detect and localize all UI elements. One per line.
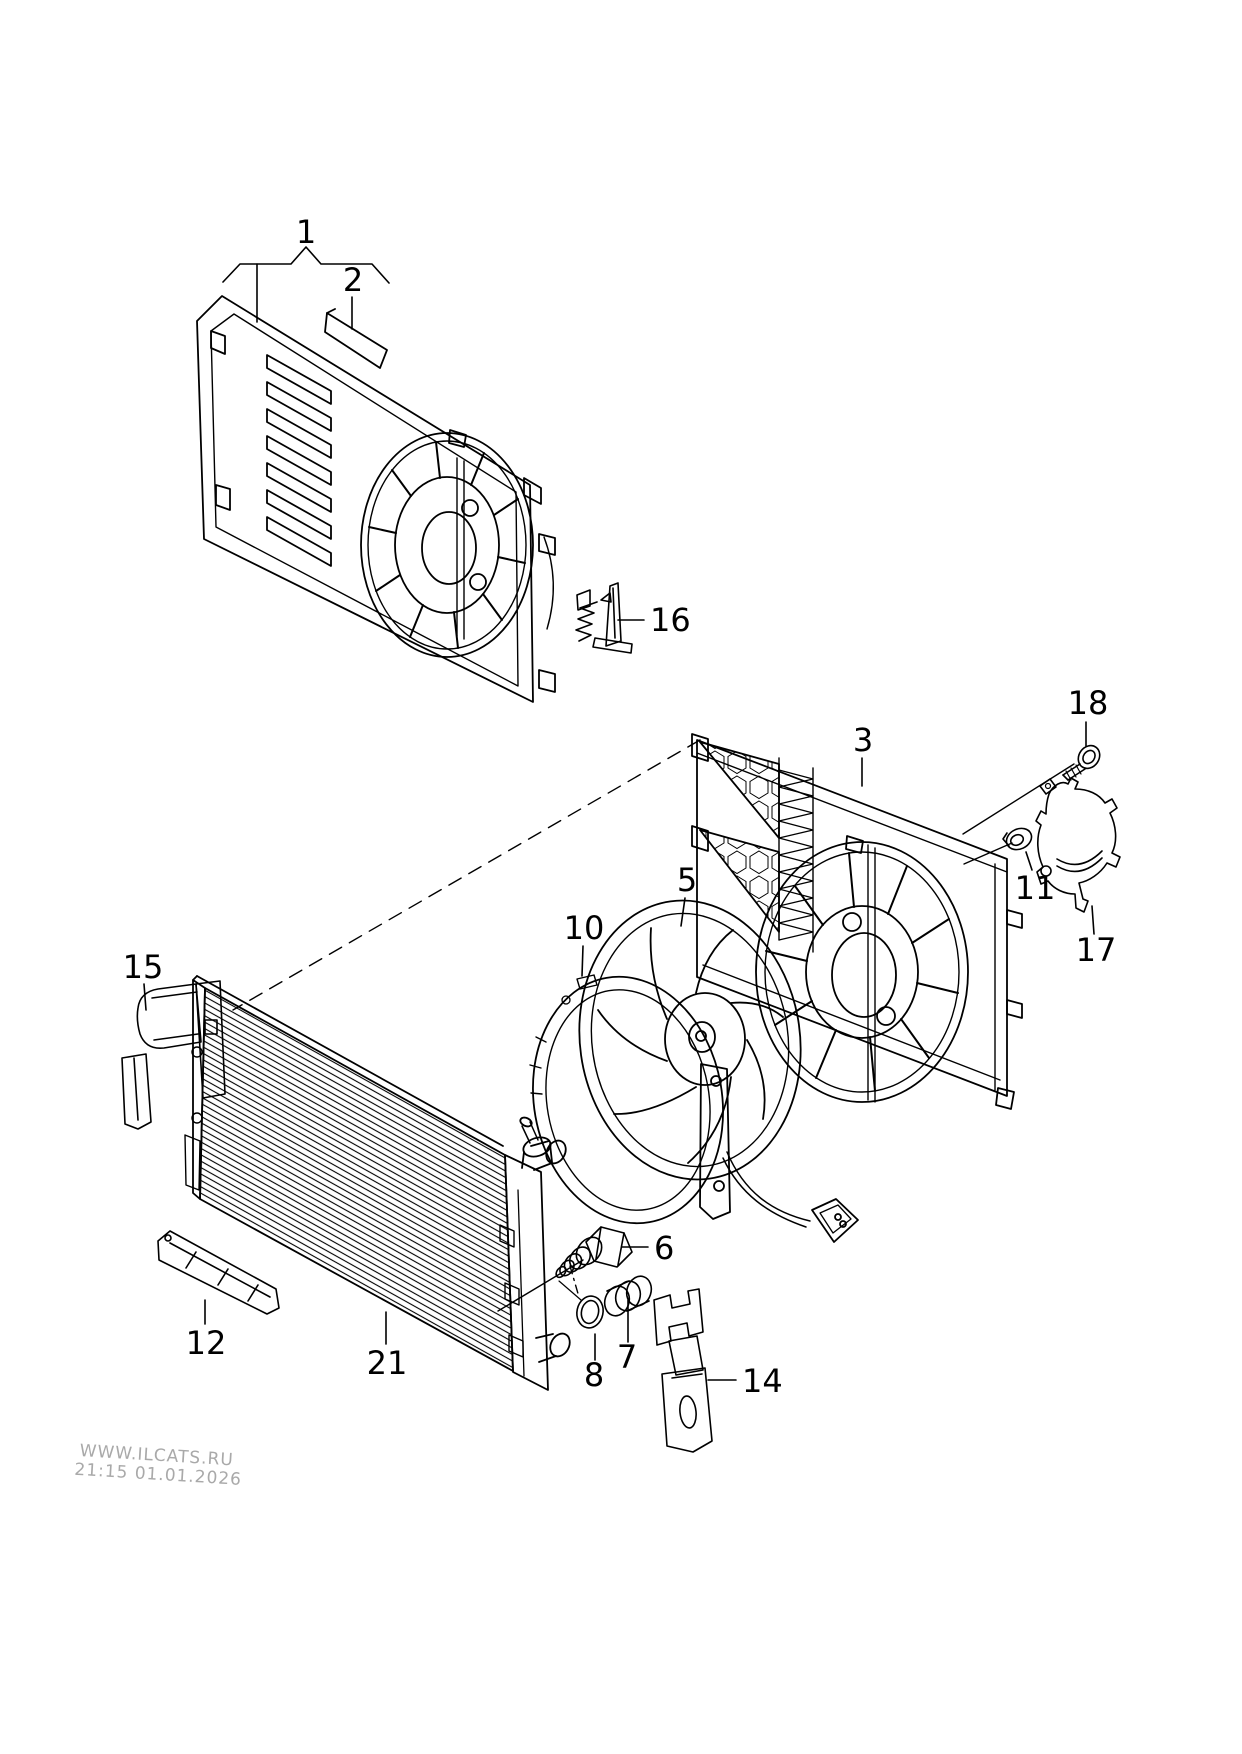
part-3-fan-cowl bbox=[691, 733, 1023, 1110]
callout-17: 17 bbox=[1076, 931, 1117, 969]
part-1-fan-shroud bbox=[196, 295, 556, 703]
callout-6: 6 bbox=[654, 1229, 674, 1267]
part-5-fan bbox=[578, 899, 859, 1243]
callout-leader-lines bbox=[143, 246, 1095, 1381]
part-16-bracket bbox=[575, 582, 633, 654]
callout-21: 21 bbox=[367, 1344, 408, 1382]
callout-8: 8 bbox=[584, 1356, 604, 1394]
callout-18: 18 bbox=[1068, 684, 1109, 722]
callout-15: 15 bbox=[123, 948, 164, 986]
part-8-seal-ring bbox=[558, 1280, 604, 1329]
callout-11: 11 bbox=[1015, 869, 1056, 907]
part-2-label-plate bbox=[324, 308, 388, 369]
callout-1: 1 bbox=[296, 213, 316, 251]
part-10-ring bbox=[529, 974, 724, 1225]
watermark: WWW.ILCATS.RU 21:15 01.01.2026 bbox=[74, 1441, 243, 1490]
callout-labels: 1 2 16 3 18 5 10 11 17 15 6 12 21 8 7 14 bbox=[123, 213, 1117, 1400]
callout-7: 7 bbox=[617, 1338, 637, 1376]
callout-16: 16 bbox=[650, 601, 691, 639]
callout-14: 14 bbox=[742, 1362, 783, 1400]
callout-5: 5 bbox=[677, 861, 697, 899]
part-6-thermo-switch bbox=[555, 1226, 633, 1279]
part-11-grommet bbox=[1002, 827, 1033, 851]
callout-10: 10 bbox=[564, 909, 605, 947]
part-12-air-guide bbox=[157, 1230, 280, 1315]
part-21-radiator bbox=[184, 975, 571, 1391]
part-18-screw bbox=[1062, 744, 1101, 781]
construction-lines bbox=[232, 739, 1075, 1312]
part-14-bracket bbox=[653, 1288, 713, 1453]
callout-2: 2 bbox=[343, 261, 363, 299]
callout-3: 3 bbox=[853, 721, 873, 759]
callout-12: 12 bbox=[186, 1324, 227, 1362]
